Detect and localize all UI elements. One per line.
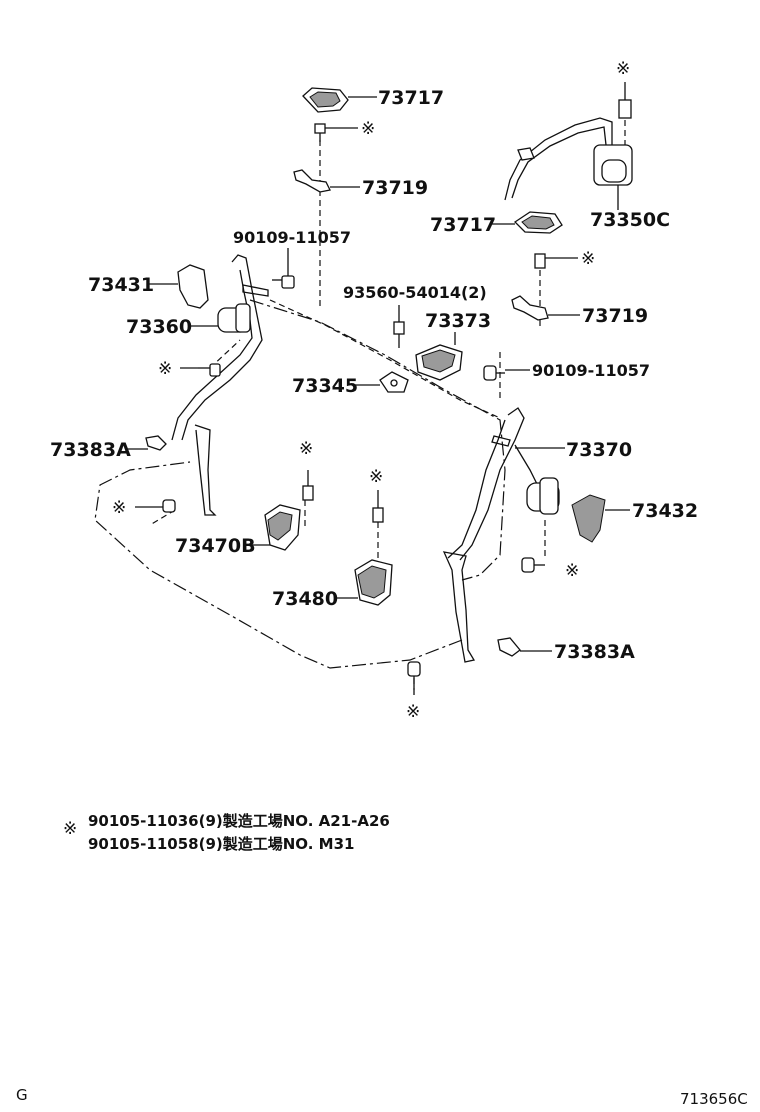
corner-code-right: 713656C — [680, 1090, 748, 1108]
label-73350c: 73350C — [590, 209, 670, 231]
ref-mark-3: ※ — [581, 249, 595, 269]
ref-mark-1: ※ — [616, 59, 630, 79]
ref-mark-9: ※ — [406, 702, 420, 722]
retractor-73360 — [188, 303, 251, 333]
label-73383a-left: 73383A — [50, 439, 131, 461]
cover-73373 — [415, 332, 463, 381]
seat-outline — [94, 299, 506, 669]
ref-mark-6: ※ — [369, 467, 383, 487]
bolt-right-upper — [534, 253, 578, 269]
label-73719-right: 73719 — [582, 305, 648, 327]
belt-left — [171, 254, 263, 441]
retractor-73350c — [504, 117, 633, 210]
label-90109-right: 90109-11057 — [532, 361, 650, 380]
bolt-right-bottom — [521, 557, 545, 573]
corner-code-left: G — [16, 1086, 28, 1104]
bolt-buckle-center — [372, 490, 384, 523]
label-73717-right: 73717 — [430, 214, 496, 236]
buckle-73470b — [248, 504, 301, 551]
ref-mark-8: ※ — [565, 561, 579, 581]
bolt-buckle-left — [302, 470, 314, 501]
clip-73383a-right — [497, 637, 521, 657]
label-90109-left: 90109-11057 — [233, 228, 351, 247]
bolt-bottom-left — [135, 499, 176, 513]
bolt-bottom-center — [407, 661, 421, 695]
note-line-2: 90105-11058(9)製造工場NO. M31 — [88, 835, 354, 853]
bolt-90109-right — [483, 365, 530, 381]
label-73432: 73432 — [632, 500, 698, 522]
seat-top-dash — [269, 299, 501, 419]
clip-73383a-left — [145, 435, 167, 451]
ref-mark-5: ※ — [299, 439, 313, 459]
dash-line-retractor-left — [209, 339, 241, 369]
cover-73432 — [571, 494, 606, 543]
label-73370: 73370 — [566, 439, 632, 461]
bolt-93560 — [393, 305, 405, 348]
label-73431: 73431 — [88, 274, 154, 296]
note-symbol: ※ — [63, 819, 77, 839]
label-73360: 73360 — [126, 316, 192, 338]
label-73719-top: 73719 — [362, 177, 428, 199]
retractor-right — [515, 447, 565, 515]
label-73470b: 73470B — [175, 535, 256, 557]
ref-mark-4: ※ — [158, 359, 172, 379]
anchor-73345 — [354, 371, 409, 393]
bolt-90109-left — [272, 248, 295, 289]
ref-mark-7: ※ — [112, 498, 126, 518]
label-73345: 73345 — [292, 375, 358, 397]
bolt-left-mid — [180, 363, 221, 377]
bracket-73719-right — [511, 295, 549, 321]
bolt-right-top — [618, 82, 632, 119]
buckle-73480 — [335, 559, 393, 606]
ref-mark-2: ※ — [361, 119, 375, 139]
note-line-1: 90105-11036(9)製造工場NO. A21-A26 — [88, 812, 390, 830]
bracket-73719-top — [293, 169, 331, 193]
label-73373: 73373 — [425, 310, 491, 332]
belt-left-lower — [194, 424, 217, 516]
cover-73717-right — [492, 211, 563, 234]
label-73383a-right: 73383A — [554, 641, 635, 663]
label-73717-top: 73717 — [378, 87, 444, 109]
label-73480: 73480 — [272, 588, 338, 610]
cover-73431 — [177, 264, 209, 309]
bolt-top-left — [314, 123, 358, 142]
label-93560: 93560-54014(2) — [343, 283, 487, 302]
